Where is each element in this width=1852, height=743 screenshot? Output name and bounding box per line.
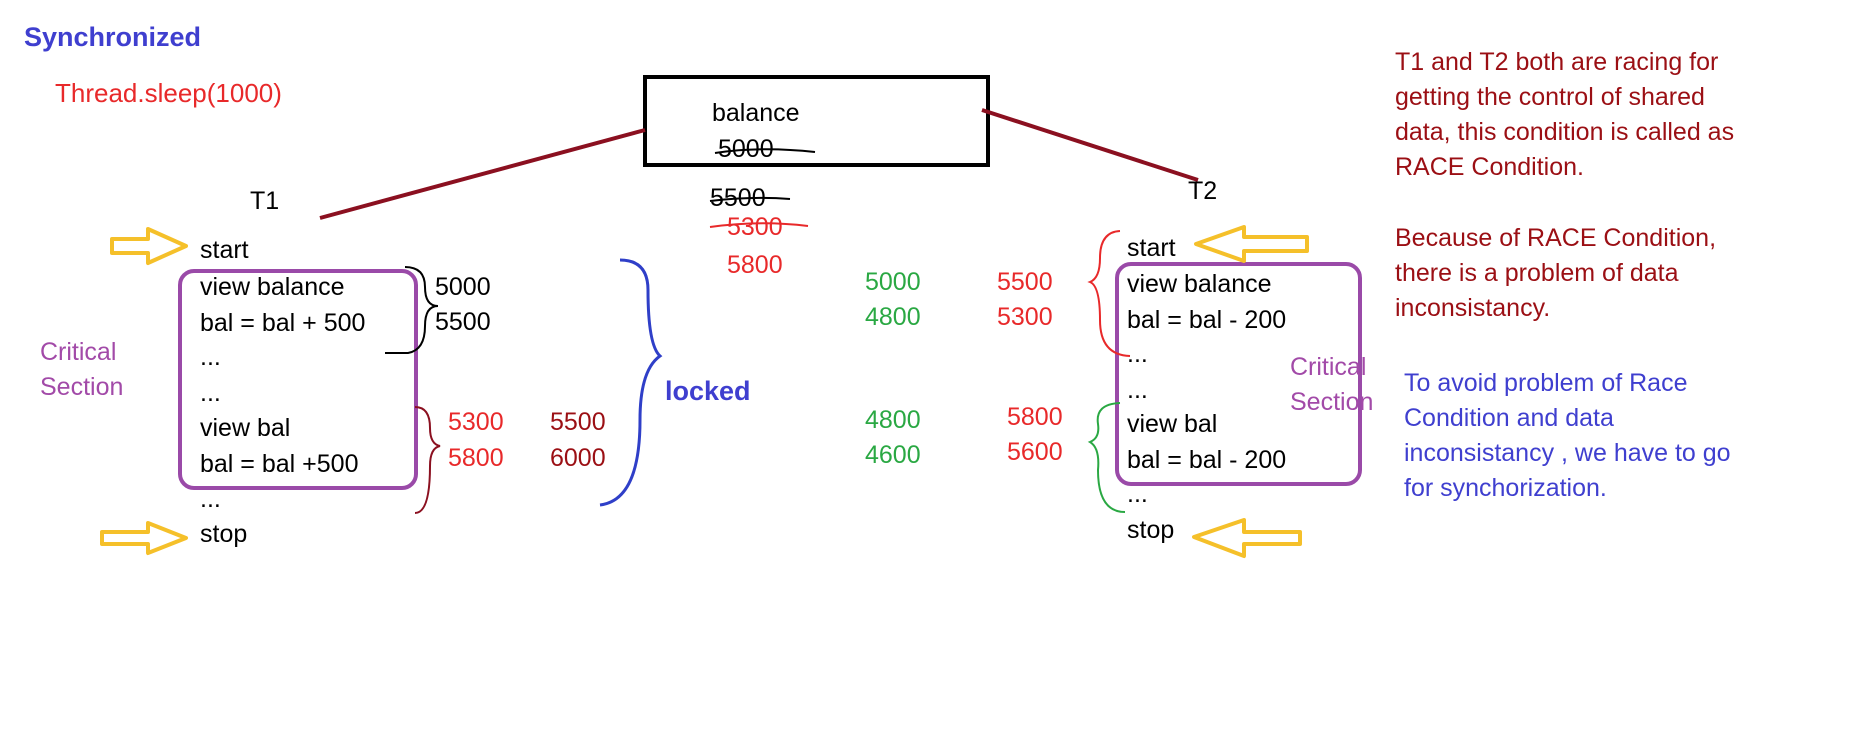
strike-5300 xyxy=(709,222,809,228)
t2-red-value: 5800 xyxy=(1007,403,1063,431)
t1-critical-section-label: Section xyxy=(40,373,124,401)
t2-brace-first xyxy=(1087,230,1131,357)
locked-label: locked xyxy=(665,376,751,406)
t1-code-line: bal = bal +500 xyxy=(200,450,359,478)
t1-label: T1 xyxy=(250,187,280,215)
t2-red-value: 5500 xyxy=(997,268,1053,296)
link-t1-line xyxy=(319,128,646,220)
note-line: Because of RACE Condition, xyxy=(1395,224,1717,252)
balance-box xyxy=(643,75,990,167)
t2-green-value: 5000 xyxy=(865,268,921,296)
t1-value: 5500 xyxy=(435,308,491,336)
balance-history-value: 5300 xyxy=(727,213,783,241)
t1-code-line: ... xyxy=(200,343,221,371)
t2-red-value: 5300 xyxy=(997,303,1053,331)
t1-brace-second xyxy=(414,406,441,514)
t1-stop-label: stop xyxy=(200,520,248,548)
note-line: for synchorization. xyxy=(1404,474,1607,502)
t2-code-line: ... xyxy=(1127,480,1148,508)
note-line: getting the control of shared xyxy=(1395,83,1705,111)
note-line: there is a problem of data xyxy=(1395,259,1679,287)
t1-code-line: ... xyxy=(200,379,221,407)
t1-value: 5500 xyxy=(550,408,606,436)
note-line: inconsistancy , we have to go xyxy=(1404,439,1731,467)
t2-green-value: 4600 xyxy=(865,441,921,469)
inconsistency-note: Because of RACE Condition, there is a pr… xyxy=(1395,221,1716,326)
t2-code-line: bal = bal - 200 xyxy=(1127,446,1287,474)
t1-value: 5000 xyxy=(435,273,491,301)
note-line: Condition and data xyxy=(1404,404,1614,432)
t1-critical-section-label: Critical xyxy=(40,338,117,366)
t2-green-value: 4800 xyxy=(865,406,921,434)
note-line: RACE Condition. xyxy=(1395,153,1584,181)
link-t2-line xyxy=(981,108,1199,182)
t2-critical-section-label: Critical xyxy=(1290,353,1367,381)
locked-brace xyxy=(599,258,663,507)
t1-critical-box xyxy=(178,269,418,490)
balance-label: balance xyxy=(712,99,800,127)
t2-stop-label: stop xyxy=(1127,516,1175,544)
strike-5000 xyxy=(714,148,816,154)
t2-code-line: ... xyxy=(1127,340,1148,368)
t2-code-line: bal = bal - 200 xyxy=(1127,306,1287,334)
t1-code-line: ... xyxy=(200,485,221,513)
sleep-call-label: Thread.sleep(1000) xyxy=(55,78,282,108)
t2-green-value: 4800 xyxy=(865,303,921,331)
t1-code-line: view balance xyxy=(200,273,345,301)
t2-code-line: view balance xyxy=(1127,270,1272,298)
race-condition-note: T1 and T2 both are racing for getting th… xyxy=(1395,45,1734,185)
t2-label: T2 xyxy=(1188,177,1218,205)
t1-value: 6000 xyxy=(550,444,606,472)
t1-value: 5800 xyxy=(448,444,504,472)
synchronization-note: To avoid problem of Race Condition and d… xyxy=(1404,366,1731,506)
strike-5500 xyxy=(709,196,791,202)
balance-history-value: 5800 xyxy=(727,251,783,279)
t1-code-line: view bal xyxy=(200,414,291,442)
page-title: Synchronized xyxy=(24,22,202,52)
t2-brace-second xyxy=(1087,402,1126,513)
t2-critical-box xyxy=(1115,262,1362,486)
note-line: To avoid problem of Race xyxy=(1404,369,1688,397)
t2-code-line: ... xyxy=(1127,376,1148,404)
t2-stop-arrow-icon xyxy=(1192,518,1302,558)
note-line: T1 and T2 both are racing for xyxy=(1395,48,1719,76)
t1-value: 5300 xyxy=(448,408,504,436)
t2-critical-section-label: Section xyxy=(1290,388,1374,416)
balance-initial-value: 5000 xyxy=(718,135,774,163)
t1-start-arrow-icon xyxy=(110,227,188,265)
balance-history-value: 5500 xyxy=(710,184,766,212)
note-line: inconsistancy. xyxy=(1395,294,1551,322)
t2-red-value: 5600 xyxy=(1007,438,1063,466)
t1-code-line: bal = bal + 500 xyxy=(200,309,366,337)
t1-start-label: start xyxy=(200,236,249,264)
t1-brace-first xyxy=(385,266,439,354)
note-line: data, this condition is called as xyxy=(1395,118,1735,146)
t2-start-label: start xyxy=(1127,234,1176,262)
t2-start-arrow-icon xyxy=(1194,225,1309,263)
t2-code-line: view bal xyxy=(1127,410,1218,438)
t1-stop-arrow-icon xyxy=(100,521,188,555)
